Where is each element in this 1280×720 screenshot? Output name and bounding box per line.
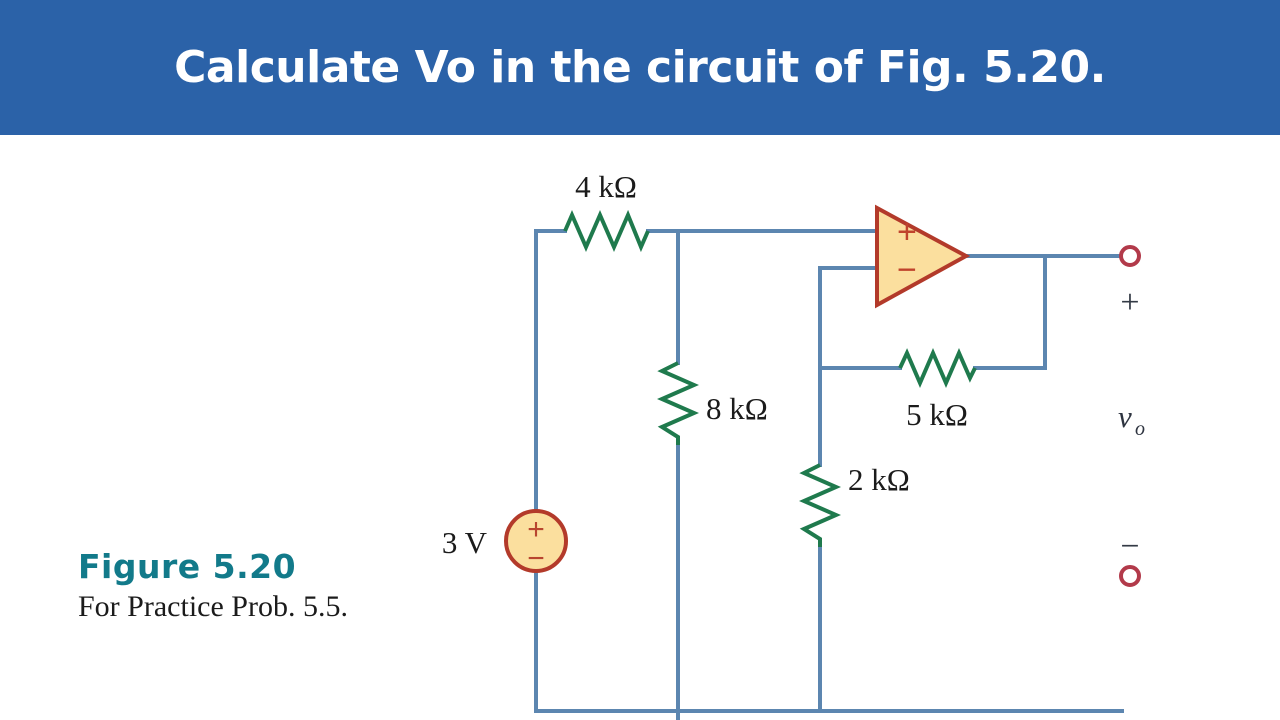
op-amp-body (875, 204, 971, 309)
header-banner: Calculate Vo in the circuit of Fig. 5.20… (0, 0, 1280, 135)
voltage-source-3v: + − 3 V (442, 509, 568, 575)
resistor-5k-zigzag (898, 347, 977, 389)
resistor-2k-zigzag (799, 463, 841, 547)
resistor-8k-label: 8 kΩ (706, 391, 768, 426)
output-terminal-negative (1119, 565, 1141, 587)
figure-number: Figure 5.20 (78, 547, 297, 586)
op-amp: + − (875, 204, 971, 309)
op-amp-noninverting-sign: + (897, 213, 917, 251)
figure-caption: Figure 5.20 For Practice Prob. 5.5. (78, 547, 498, 625)
output-voltage-label: v (1118, 399, 1132, 434)
output-port: + − v o (1118, 245, 1145, 587)
circuit-diagram: 4 kΩ 8 kΩ 5 kΩ 2 kΩ + − 3 V + − (442, 169, 1145, 720)
resistor-2k-label: 2 kΩ (848, 462, 910, 497)
resistor-8k: 8 kΩ (657, 361, 768, 445)
resistor-5k: 5 kΩ (898, 347, 977, 432)
voltage-source-body (504, 509, 568, 573)
voltage-source-label: 3 V (442, 525, 488, 560)
page-title: Calculate Vo in the circuit of Fig. 5.20… (174, 42, 1106, 93)
voltage-source-plus: + (527, 513, 545, 546)
output-minus-sign: − (1120, 528, 1139, 565)
output-voltage-subscript: o (1135, 418, 1145, 440)
voltage-source-minus: − (527, 542, 545, 575)
wire-network (534, 229, 1124, 720)
resistor-5k-label: 5 kΩ (906, 397, 968, 432)
op-amp-inverting-sign: − (897, 251, 917, 289)
output-terminal-positive (1119, 245, 1141, 267)
resistor-2k: 2 kΩ (799, 462, 910, 547)
resistor-8k-zigzag (657, 361, 699, 445)
resistor-4k: 4 kΩ (563, 169, 650, 253)
output-plus-sign: + (1120, 284, 1139, 321)
resistor-4k-zigzag (563, 209, 650, 253)
figure-subtitle: For Practice Prob. 5.5. (78, 589, 348, 623)
resistor-4k-label: 4 kΩ (575, 169, 637, 204)
